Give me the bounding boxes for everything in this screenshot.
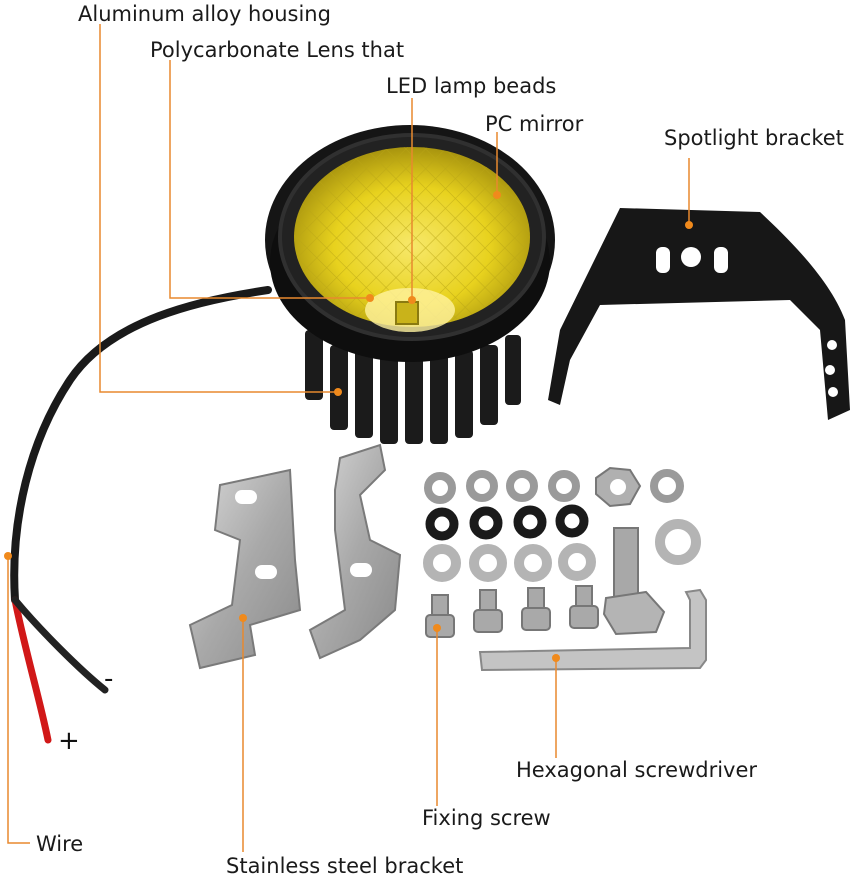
- spotlight-bracket: [548, 208, 850, 420]
- large-bolt-head: [602, 590, 666, 636]
- hex-key: [478, 588, 707, 672]
- label-minus: -: [104, 664, 114, 694]
- power-cable: [10, 286, 272, 604]
- black-wire: [11, 596, 109, 694]
- label-plus: +: [58, 726, 80, 756]
- led-chip: [395, 301, 419, 325]
- steel-bracket-right: [308, 443, 402, 660]
- leader-dots: [4, 191, 693, 662]
- leader-lines: [7, 24, 690, 852]
- label-stainless-steel-bracket: Stainless steel bracket: [226, 854, 464, 878]
- label-fixing-screw: Fixing screw: [422, 806, 551, 830]
- label-lens: Polycarbonate Lens that: [150, 38, 405, 62]
- fixing-screws: [425, 585, 599, 638]
- steel-bracket-left: [188, 468, 302, 670]
- spring-washers: [424, 469, 684, 504]
- label-spotlight-bracket: Spotlight bracket: [664, 126, 844, 150]
- heatsink-fins: [305, 330, 521, 444]
- label-hex-screwdriver: Hexagonal screwdriver: [516, 758, 758, 782]
- flat-washers: [423, 519, 701, 582]
- rubber-washers: [425, 504, 589, 541]
- label-housing: Aluminum alloy housing: [78, 2, 331, 26]
- label-pc-mirror: PC mirror: [485, 112, 584, 136]
- red-wire: [11, 596, 52, 744]
- label-wire: Wire: [36, 832, 84, 856]
- large-bolt-shank: [613, 527, 639, 599]
- label-led-beads: LED lamp beads: [386, 74, 557, 98]
